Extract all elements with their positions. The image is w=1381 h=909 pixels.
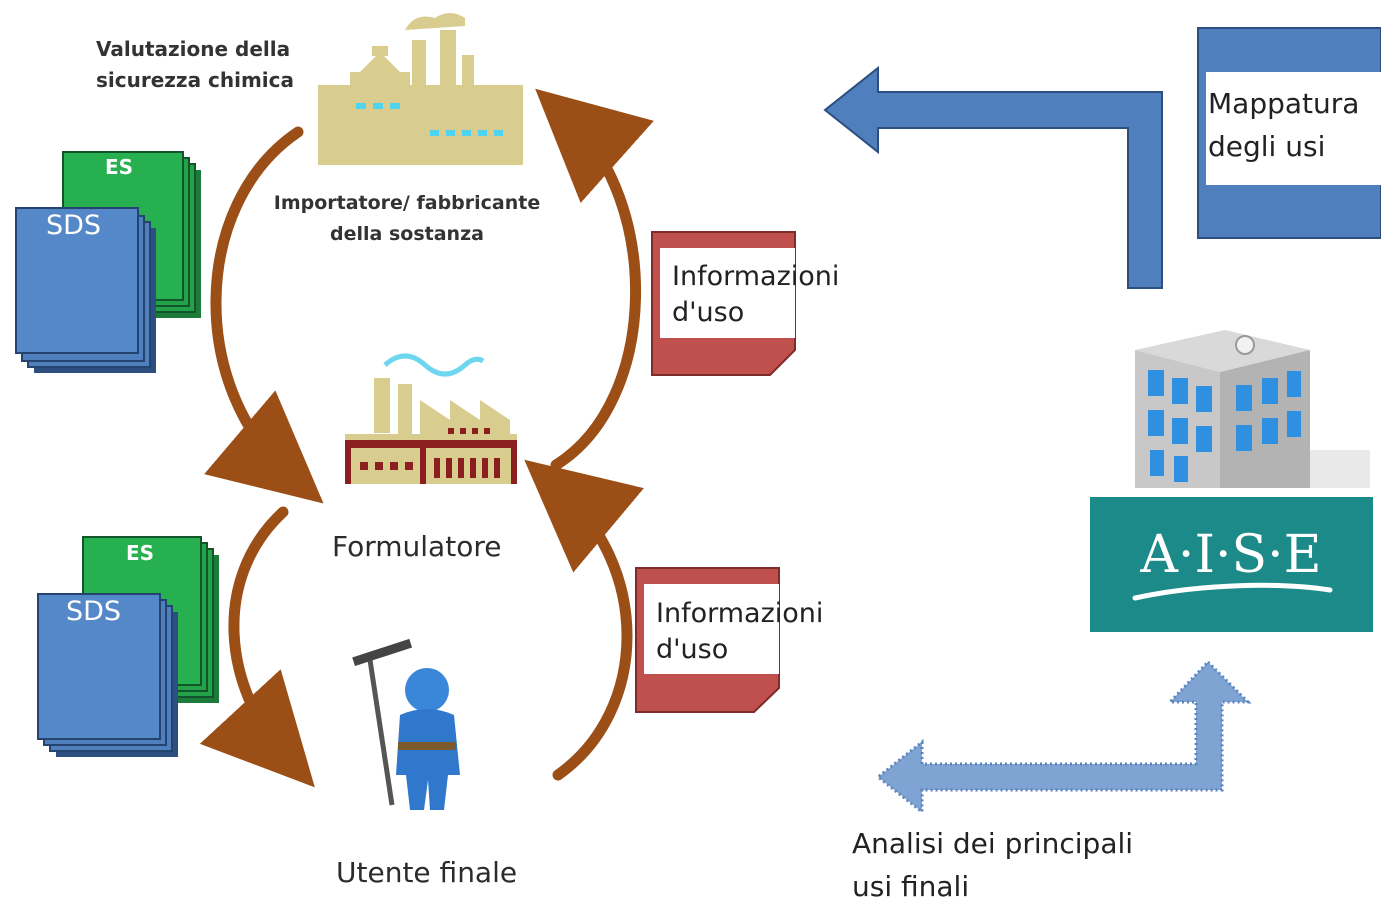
manufacturer-factory-icon: [318, 13, 523, 165]
info-doc-bottom-line-1: Informazioni: [656, 598, 824, 629]
arrow-manufacturer-to-formulator: [204, 126, 324, 504]
manufacturer-label: Importatore/ fabbricante della sostanza: [262, 188, 552, 251]
doc-stack-bottom: [37, 536, 219, 757]
mapping-line-2: degli usi: [1208, 130, 1326, 164]
es-label-top: ES: [105, 155, 134, 179]
aise-building-icon: [1135, 330, 1370, 488]
safety-assessment-label: Valutazione della sicurezza chimica: [96, 34, 294, 96]
sds-stack-bottom: [37, 593, 178, 757]
analysis-line-2: usi finali: [852, 870, 970, 904]
manufacturer-line-2: della sostanza: [330, 223, 484, 246]
info-doc-bottom: [635, 567, 780, 713]
sds-label-bottom: SDS: [66, 596, 122, 627]
end-user-worker-icon: [352, 638, 460, 810]
doc-stack-top: [15, 151, 201, 373]
info-doc-top-line-2: d'uso: [672, 297, 745, 329]
info-doc-top-text: Informazioni d'uso: [672, 259, 839, 332]
brown-flow-arrows: [199, 88, 654, 788]
info-doc-bottom-text: Informazioni d'uso: [656, 596, 823, 669]
formulator-factory-icon: [345, 353, 517, 484]
formulator-label: Formulatore: [332, 530, 502, 563]
info-doc-bottom-line-2: d'uso: [656, 634, 729, 666]
end-user-label: Utente finale: [336, 856, 518, 889]
analysis-elbow-arrow: [875, 659, 1252, 816]
analysis-line-1: Analisi dei principali: [852, 827, 1134, 860]
info-doc-top: [651, 231, 796, 376]
aise-logo-text: A·I·S·E: [1139, 525, 1321, 585]
sds-stack-top: [15, 207, 156, 373]
safety-assessment-line-2: sicurezza chimica: [96, 68, 295, 92]
info-doc-top-line-1: Informazioni: [672, 261, 840, 292]
mapping-doc: [1197, 27, 1381, 239]
analysis-label: Analisi dei principali usi finali: [852, 822, 1133, 909]
safety-assessment-line-1: Valutazione della: [96, 37, 291, 61]
arrow-user-to-formulator: [524, 459, 644, 781]
arrow-formulator-to-manufacturer: [535, 88, 654, 471]
big-blue-elbow-arrow: [823, 65, 1163, 289]
sds-label-top: SDS: [46, 210, 102, 241]
mapping-line-1: Mappatura: [1208, 87, 1360, 120]
mapping-doc-text: Mappatura degli usi: [1208, 82, 1359, 169]
manufacturer-line-1: Importatore/ fabbricante: [273, 192, 541, 214]
arrow-formulator-to-user: [199, 506, 315, 788]
aise-logo: A·I·S·E: [1090, 497, 1373, 632]
es-label-bottom: ES: [126, 541, 155, 565]
